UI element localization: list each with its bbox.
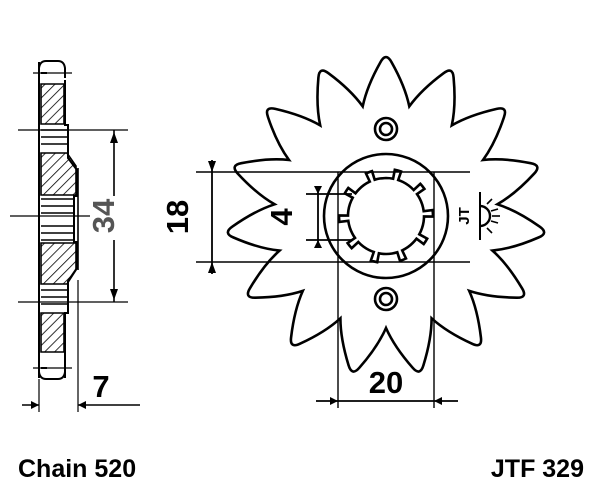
dimension-34-text: 34: [86, 198, 121, 233]
part-number-label: JTF 329: [490, 455, 584, 483]
dimension-bore-18: 18: [160, 160, 216, 274]
dimension-18-text: 18: [160, 200, 195, 234]
tooth-tip-top: [38, 60, 66, 78]
chain-label: Chain 520: [18, 455, 137, 483]
jt-logo-text: JT: [456, 207, 473, 225]
section-hatching: [40, 83, 77, 353]
bolt-hole-bottom: [373, 286, 399, 312]
dimension-thickness-7: 7: [22, 369, 140, 409]
dimension-spline-4: 4: [264, 186, 352, 248]
jt-sunburst-logo: JT: [456, 192, 500, 240]
sprocket-teeth-outline: [226, 55, 546, 373]
jt-logo-sunburst: [479, 196, 500, 236]
section-right-outline: [64, 80, 78, 378]
dimension-diameter-34: 34: [86, 130, 121, 302]
dimension-hub-20: 20: [316, 365, 458, 405]
dimension-20-text: 20: [369, 365, 403, 400]
bolt-hole-top: [373, 116, 399, 142]
hub-outer-circle: [322, 152, 450, 280]
section-fine-lines: [41, 129, 75, 305]
dimension-7-text: 7: [92, 369, 109, 404]
splined-bore: [337, 168, 435, 264]
dimension-4-text: 4: [264, 208, 299, 226]
tooth-tip-bottom: [38, 362, 66, 380]
section-view: 7 34: [10, 60, 140, 412]
front-view: 4 18 20 JT: [160, 55, 546, 408]
